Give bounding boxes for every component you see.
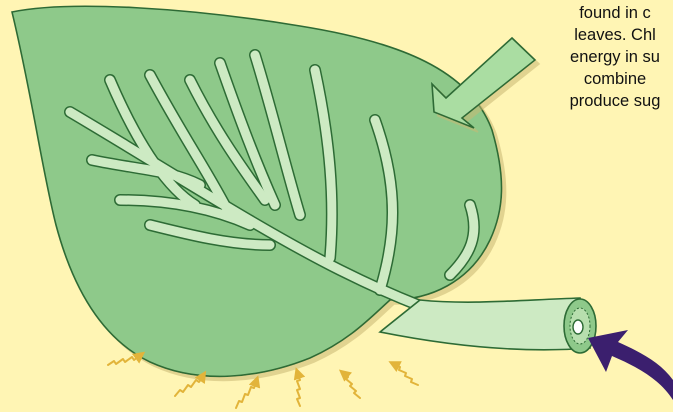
caption-text: found in c leaves. Chl energy in su comb… bbox=[520, 2, 673, 112]
leaf-stem bbox=[380, 298, 596, 353]
caption-line: energy in su bbox=[520, 46, 673, 68]
curved-arrow-icon bbox=[588, 330, 673, 400]
caption-line: leaves. Chl bbox=[520, 24, 673, 46]
caption-line: found in c bbox=[520, 2, 673, 24]
caption-line: produce sug bbox=[520, 90, 673, 112]
caption-line: combine bbox=[520, 68, 673, 90]
